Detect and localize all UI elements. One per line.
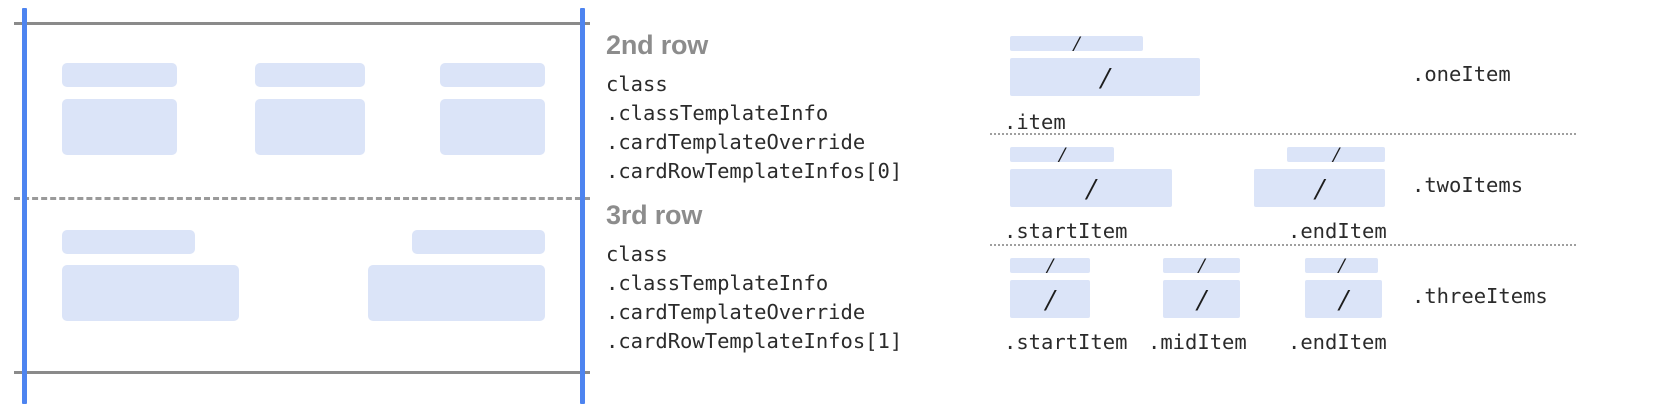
row-code-line: class [606,242,668,266]
card-placeholder-bar [62,230,195,254]
slash-icon: / [1338,252,1345,278]
variant-slot-big: / [1163,280,1240,318]
variant-slot-small: / [1163,252,1240,278]
variant-slot-small: / [1287,141,1385,167]
variant-slot-small: / [1305,252,1378,278]
card-placeholder-bar [440,63,545,87]
variant-name-label: .threeItems [1412,284,1548,308]
card-placeholder-bar [255,63,365,87]
variant-slot-label: .midItem [1148,330,1247,354]
variant-divider-two-three [990,244,1576,246]
row-code-line: .cardRowTemplateInfos[1] [606,329,903,353]
card-placeholder-box [440,99,545,155]
variant-slot-big: / [1254,169,1385,207]
variant-slot-big: / [1010,58,1200,96]
variant-slot-big: / [1305,280,1382,318]
variant-slot-label: .startItem [1004,330,1128,354]
row-heading: 2nd row [606,30,709,60]
card-row-divider [14,197,590,200]
card-placeholder-bar [62,63,177,87]
card-bottom-rule [14,371,590,374]
variant-slot-label: .endItem [1288,330,1387,354]
card-placeholder-box [62,99,177,155]
card-top-rule [14,22,590,25]
row-code-line: .classTemplateInfo [606,271,829,295]
slash-icon: / [1086,170,1096,206]
variant-slot-label: .item [1004,110,1066,134]
card-placeholder-box [62,265,239,321]
variant-divider-one-two [990,133,1576,135]
variant-slot-big: / [1010,169,1172,207]
slash-icon: / [1073,30,1080,56]
slash-icon: / [1046,252,1054,278]
row-code-line: .cardRowTemplateInfos[0] [606,159,903,183]
row-code-line: .classTemplateInfo [606,101,829,125]
row-code-line: .cardTemplateOverride [606,130,866,154]
slash-icon: / [1332,141,1340,167]
row-code-line: .cardTemplateOverride [606,300,866,324]
variant-slot-small: / [1010,30,1143,56]
slash-icon: / [1100,59,1110,95]
slash-icon: / [1197,281,1206,317]
card-right-guide-line [580,8,585,404]
slash-icon: / [1058,141,1066,167]
variant-name-label: .twoItems [1412,173,1524,197]
row-heading: 3rd row [606,200,703,230]
variant-name-label: .oneItem [1412,62,1511,86]
card-left-guide-line [22,8,27,404]
card-placeholder-box [255,99,365,155]
variant-slot-label: .endItem [1288,219,1387,243]
row-code-line: class [606,72,668,96]
card-placeholder-box [368,265,545,321]
slash-icon: / [1198,252,1205,278]
slash-icon: / [1045,281,1055,317]
variant-slot-big: / [1010,280,1090,318]
slash-icon: / [1315,170,1324,206]
variant-slot-label: .startItem [1004,219,1128,243]
variant-slot-small: / [1010,141,1114,167]
variant-slot-small: / [1010,252,1090,278]
slash-icon: / [1339,281,1348,317]
card-placeholder-bar [412,230,545,254]
